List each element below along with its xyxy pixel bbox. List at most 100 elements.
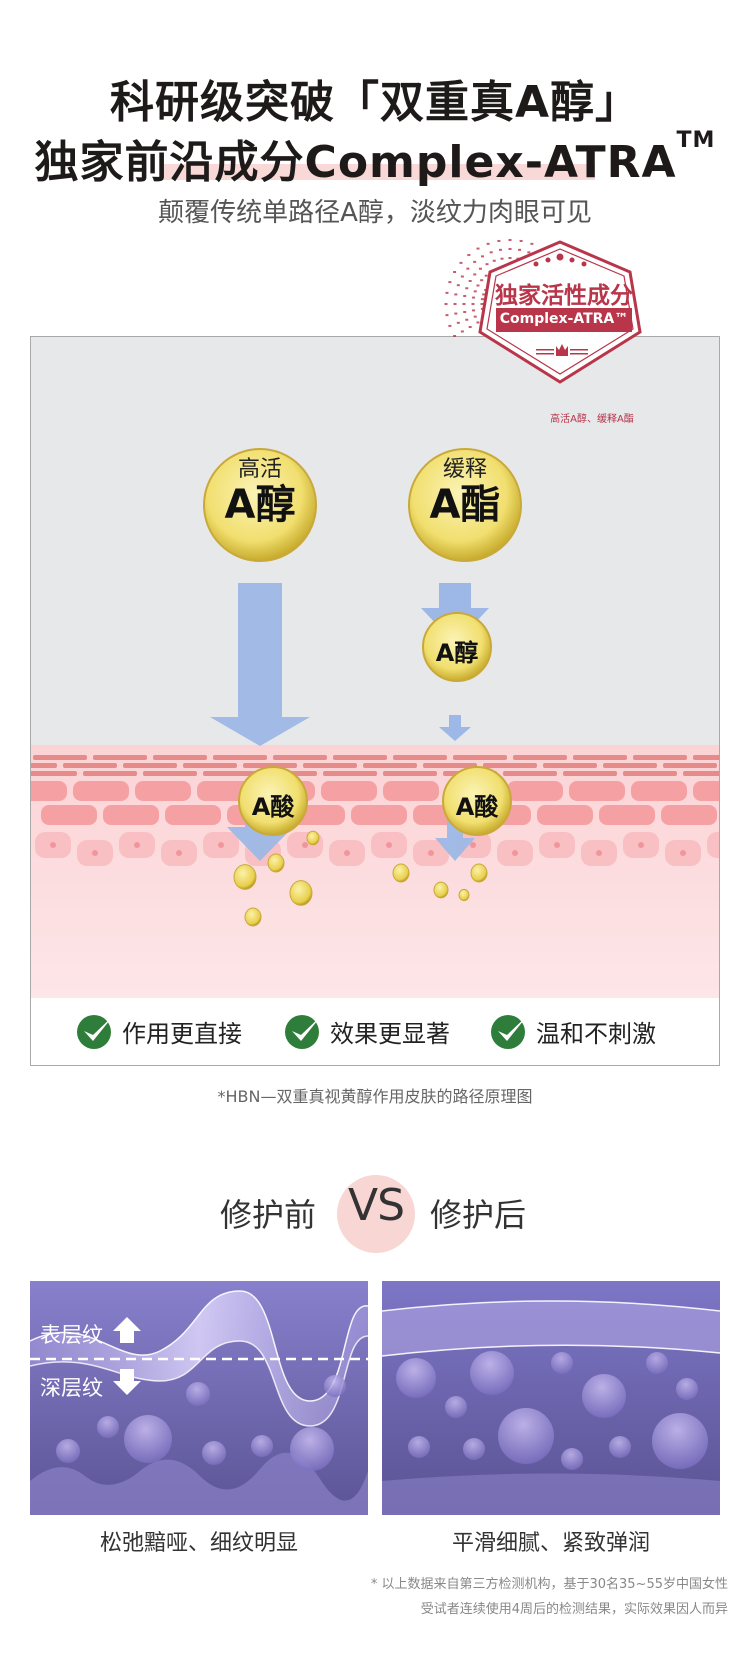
headline-highlight <box>160 164 595 180</box>
skin-brick <box>383 781 439 801</box>
badge-ray-dot <box>476 321 480 324</box>
badge-ray-dot <box>459 261 463 264</box>
badge-ray-dot <box>476 247 480 250</box>
benefit-label: 温和不刺激 <box>536 1019 656 1048</box>
badge-ray-dot <box>484 274 488 277</box>
skin-brick <box>623 771 677 776</box>
badge-ray-dot <box>478 267 482 270</box>
badge-ray-dot <box>445 314 449 317</box>
skin-brick <box>103 805 159 825</box>
ball-retinoic-acid-left <box>238 766 308 836</box>
badge-ray-dot <box>527 251 531 254</box>
badge-ray-dot <box>498 248 502 251</box>
skin-brick <box>323 771 377 776</box>
skin-cell-nucleus <box>344 850 350 856</box>
badge-ray-dot <box>465 318 469 321</box>
skin-brick <box>351 805 407 825</box>
benefit-label: 作用更直接 <box>122 1019 242 1048</box>
skin-cell-nucleus <box>428 850 434 856</box>
bubbles <box>396 1351 708 1470</box>
badge-ray-dot <box>492 259 496 262</box>
arrow-up-icon <box>113 1317 141 1343</box>
skin-cell-nucleus <box>134 842 140 848</box>
skin-brick <box>31 763 57 768</box>
acid-left-label: A酸 <box>251 793 295 821</box>
surface-wrinkle-label: 表层纹 <box>40 1323 103 1347</box>
check-circle-icon <box>491 1015 528 1049</box>
before-heading: 修护前 <box>220 1196 317 1234</box>
badge-ray-dot <box>448 281 452 284</box>
badge-ray-dot <box>485 263 489 266</box>
benefit-label: 效果更显著 <box>330 1019 450 1048</box>
before-caption: 松弛黯哑、细纹明显 <box>99 1531 298 1556</box>
skin-cell-nucleus <box>92 850 98 856</box>
benefit-item: 作用更直接 <box>76 1011 242 1051</box>
acid-right-label: A酸 <box>455 793 499 821</box>
droplets <box>233 830 488 927</box>
skin-brick <box>393 755 447 760</box>
badge-ray-dot <box>453 335 457 337</box>
badge-ray-dot <box>473 260 477 263</box>
droplet <box>470 863 488 883</box>
badge-ray-dot <box>508 239 512 241</box>
skin-brick <box>503 771 557 776</box>
headline-line2-text: 独家前沿成分Complex-ATRA <box>34 137 677 188</box>
ball-left-label: 高活 A醇 <box>204 459 316 528</box>
skin-brick <box>633 755 687 760</box>
skin-brick <box>165 805 221 825</box>
droplet <box>306 830 320 846</box>
headline-subtitle: 颠覆传统单路径A醇，淡纹力肉眼可见 <box>158 198 592 228</box>
badge-ray-dot <box>530 242 534 245</box>
badge-ray-dot <box>445 291 449 294</box>
ball-right-line2: A酯 <box>429 482 501 528</box>
ball-retinoic-acid-right <box>442 766 512 836</box>
skin-cell-nucleus <box>680 850 686 856</box>
skin-cell-nucleus <box>176 850 182 856</box>
skin-brick <box>31 771 77 776</box>
skin-brick <box>135 781 191 801</box>
footnote-line1: * 以上数据来自第三方检测机构，基于30名35~55岁中国女性 <box>370 1577 728 1592</box>
skin-brick <box>603 763 657 768</box>
skin-brick <box>569 781 625 801</box>
badge-ray-dot <box>489 251 493 254</box>
badge-ray-dot <box>468 280 472 282</box>
badge-ray-dot <box>463 295 467 298</box>
badge-ray-dot <box>472 309 476 312</box>
droplet <box>267 853 285 873</box>
skin-brick <box>153 755 207 760</box>
badge-subtext: 高活A醇、缓释A酯 <box>550 414 634 425</box>
skin-cell-nucleus <box>386 842 392 848</box>
mechanism-diagram: 高活 A醇 缓释 A酯 A醇 A酸 A酸 <box>30 336 720 1066</box>
after-skin-illustration <box>382 1281 720 1515</box>
skin-cell-nucleus <box>470 842 476 848</box>
skin-brick <box>183 763 237 768</box>
skin-brick <box>483 763 537 768</box>
diagram-caption: *HBN—双重真视黄醇作用皮肤的路径原理图 <box>217 1087 533 1106</box>
bubbles <box>56 1375 346 1471</box>
skin-brick <box>423 763 477 768</box>
skin-brick <box>693 781 719 801</box>
badge-ray-dot <box>518 248 522 251</box>
badge-label: Complex-ATRA™ <box>499 311 629 327</box>
vs-text: VS <box>347 1180 405 1231</box>
vs-circle <box>337 1175 415 1253</box>
trademark-mark: TM <box>676 128 716 153</box>
skin-brick <box>563 771 617 776</box>
badge-ray-dot <box>465 287 469 290</box>
after-caption: 平滑细腻、紧致弹润 <box>451 1531 650 1556</box>
ball-left-line2: A醇 <box>224 482 296 528</box>
droplet <box>233 864 257 890</box>
badge-title: 独家活性成分 <box>495 283 633 309</box>
check-circle-icon <box>285 1015 322 1049</box>
skin-brick <box>93 755 147 760</box>
skin-brick <box>213 755 267 760</box>
skin-brick <box>33 755 87 760</box>
badge-ray-dot <box>467 253 471 256</box>
ball-right-line1: 缓释 <box>442 457 487 482</box>
badge-ray-dot <box>508 248 512 250</box>
skin-cell-nucleus <box>512 850 518 856</box>
skin-brick <box>661 805 717 825</box>
skin-brick <box>507 781 563 801</box>
droplet <box>244 907 262 927</box>
skin-cell-nucleus <box>50 842 56 848</box>
